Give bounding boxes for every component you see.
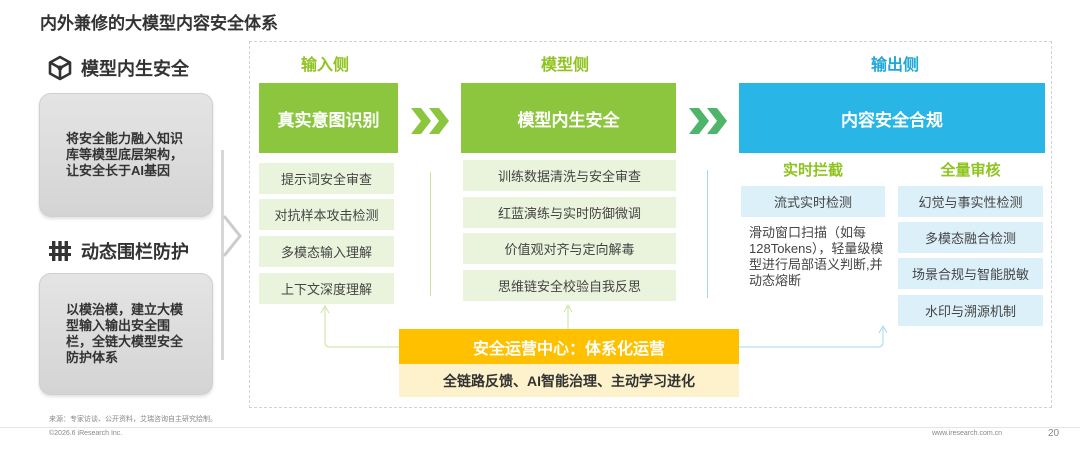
input-column-title: 输入侧: [301, 57, 350, 74]
output-column-title: 输出侧: [871, 57, 920, 74]
divider-line: [707, 170, 708, 298]
page-number: 20: [1048, 428, 1060, 439]
audit-item: 幻觉与事实性检测: [898, 186, 1043, 217]
left-panel: 模型内生安全 将安全能力融入知识库等模型底层架构，让安全长于AI基因 动态围栏防…: [29, 41, 222, 406]
page-title: 内外兼修的大模型内容安全体系: [40, 14, 278, 33]
security-ops-subtitle: 全链路反馈、AI智能治理、主动学习进化: [399, 364, 739, 397]
section2-heading: 动态围栏防护: [81, 242, 189, 262]
section1-text: 将安全能力融入知识库等模型底层架构，让安全长于AI基因: [66, 131, 184, 178]
model-security-heading: 模型内生安全: [47, 55, 189, 81]
stream-detection-item: 流式实时检测: [741, 186, 885, 217]
double-chevron-icon: [409, 108, 453, 134]
input-item: 上下文深度理解: [259, 273, 394, 304]
copyright: ©2026.6 iResearch Inc.: [49, 430, 123, 437]
left-divider: [221, 150, 224, 360]
section2-text: 以模治模，建立大模型输入输出安全围栏，全链大模型安全防护体系: [66, 302, 184, 365]
intent-recognition-header: 真实意图识别: [259, 83, 398, 153]
realtime-intercept-title: 实时拦截: [782, 162, 843, 179]
input-item: 多模态输入理解: [259, 236, 394, 267]
audit-item: 多模态融合检测: [898, 222, 1043, 253]
input-item: 对抗样本攻击检测: [259, 199, 394, 230]
input-item: 提示词安全审查: [259, 163, 394, 194]
audit-item: 水印与溯源机制: [898, 295, 1043, 326]
model-item: 价值观对齐与定向解毒: [463, 233, 676, 264]
model-item: 思维链安全校验自我反思: [463, 270, 676, 301]
section1-box: 将安全能力融入知识库等模型底层架构，让安全长于AI基因: [39, 93, 213, 217]
content-compliance-header: 内容安全合规: [739, 83, 1045, 153]
footer-divider: [0, 427, 1080, 428]
audit-item: 场景合规与智能脱敏: [898, 258, 1043, 289]
divider-line: [430, 172, 431, 296]
model-column-title: 模型侧: [541, 57, 590, 74]
dynamic-fence-heading: 动态围栏防护: [47, 238, 189, 264]
source-note: 来源：专家访谈、公开资料，艾瑞咨询自主研究绘制。: [49, 416, 217, 423]
security-ops-center: 安全运营中心：体系化运营: [399, 329, 739, 364]
section2-box: 以模治模，建立大模型输入输出安全围栏，全链大模型安全防护体系: [39, 273, 213, 395]
model-security-header: 模型内生安全: [461, 83, 676, 153]
double-chevron-icon: [687, 108, 731, 134]
website: www.iresearch.com.cn: [932, 430, 1003, 437]
cube-icon: [47, 55, 73, 81]
main-frame: [249, 41, 1052, 408]
model-item: 训练数据清洗与安全审查: [463, 160, 676, 191]
model-item: 红蓝演练与实时防御微调: [463, 197, 676, 228]
section1-heading: 模型内生安全: [81, 59, 189, 79]
full-audit-title: 全量审核: [940, 162, 1001, 179]
chevron-right-icon: [222, 215, 242, 257]
fence-icon: [47, 238, 73, 264]
realtime-description: 滑动窗口扫描（如每128Tokens），轻量级模型进行局部语义判断,并动态熔断: [749, 225, 884, 288]
